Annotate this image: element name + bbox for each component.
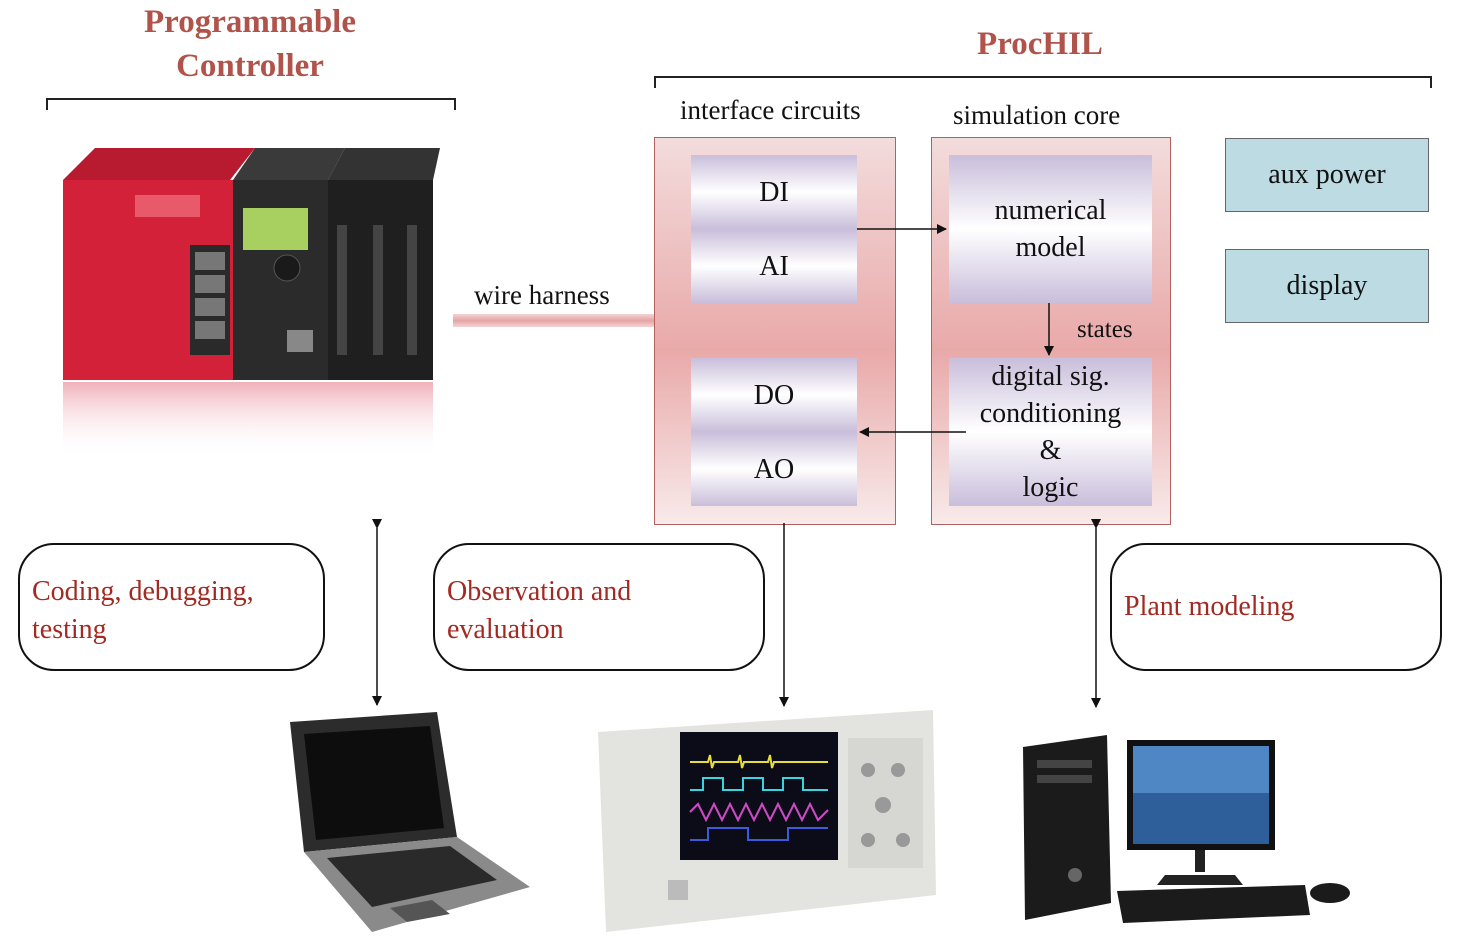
plant-modeling-bubble: Plant modeling (1110, 543, 1442, 671)
desktop-pc-image (1023, 735, 1350, 923)
coding-line1: Coding, debugging, (32, 576, 254, 607)
plc-title-line2: Controller (176, 48, 324, 84)
ao-cell: AO (691, 432, 857, 506)
observation-bubble: Observation and evaluation (433, 543, 765, 671)
coding-line2: testing (32, 614, 107, 645)
dsp-line4: logic (1022, 472, 1079, 503)
di-cell: DI (691, 155, 857, 229)
plant-modeling-label: Plant modeling (1124, 591, 1295, 622)
coding-bubble: Coding, debugging, testing (18, 543, 325, 671)
observation-line1: Observation and (447, 576, 632, 607)
numerical-model-box: numerical model (949, 155, 1152, 303)
interface-circuits-label: interface circuits (680, 95, 861, 125)
aux-power-box: aux power (1225, 138, 1429, 212)
wire-harness (453, 314, 655, 327)
do-cell: DO (691, 358, 857, 432)
plc-title: Programmable Controller (60, 0, 440, 88)
output-cells: DO AO (691, 358, 857, 506)
laptop-image (290, 712, 530, 932)
oscilloscope-screen (680, 732, 838, 860)
display-box: display (1225, 249, 1429, 323)
pc-mouse (1310, 883, 1350, 903)
laptop-screen (304, 726, 444, 840)
oscilloscope-image (598, 710, 936, 932)
dsp-line2: conditioning (979, 398, 1122, 429)
observation-line2: evaluation (447, 614, 564, 645)
pc-keyboard (1117, 885, 1310, 923)
plc-reflection (63, 382, 433, 457)
plc-bracket (46, 98, 456, 110)
input-cells: DI AI (691, 155, 857, 303)
prochil-title: ProcHIL (977, 26, 1103, 62)
prochil-bracket (654, 76, 1432, 88)
numerical-model-line1: numerical (994, 195, 1107, 226)
simulation-core-label: simulation core (953, 100, 1121, 130)
ai-cell: AI (691, 229, 857, 303)
dsp-line3: & (1039, 435, 1062, 466)
plc-title-line1: Programmable (143, 4, 356, 40)
wire-harness-label: wire harness (474, 280, 610, 310)
dsp-line1: digital sig. (991, 361, 1110, 392)
states-label: states (1077, 316, 1133, 343)
plc-device-image (63, 148, 440, 457)
dsp-logic-box: digital sig. conditioning & logic (949, 358, 1152, 506)
plc-lcd-icon (243, 208, 308, 250)
numerical-model-line2: model (1015, 232, 1086, 263)
